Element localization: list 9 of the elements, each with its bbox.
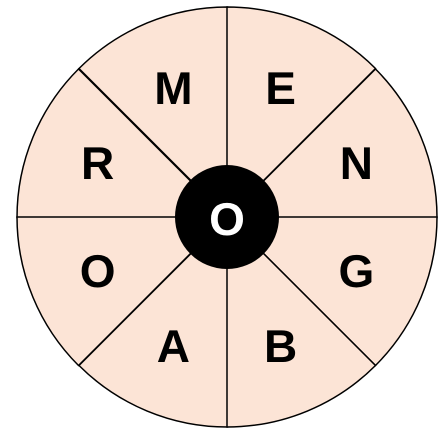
letter: G	[338, 248, 374, 294]
letter: O	[80, 248, 116, 294]
letter: B	[264, 323, 298, 370]
letter: R	[81, 140, 114, 186]
letter: N	[340, 140, 373, 186]
letter: A	[156, 323, 190, 370]
center-letter: O	[209, 196, 245, 242]
letter: M	[154, 64, 193, 111]
letter: E	[265, 64, 296, 111]
